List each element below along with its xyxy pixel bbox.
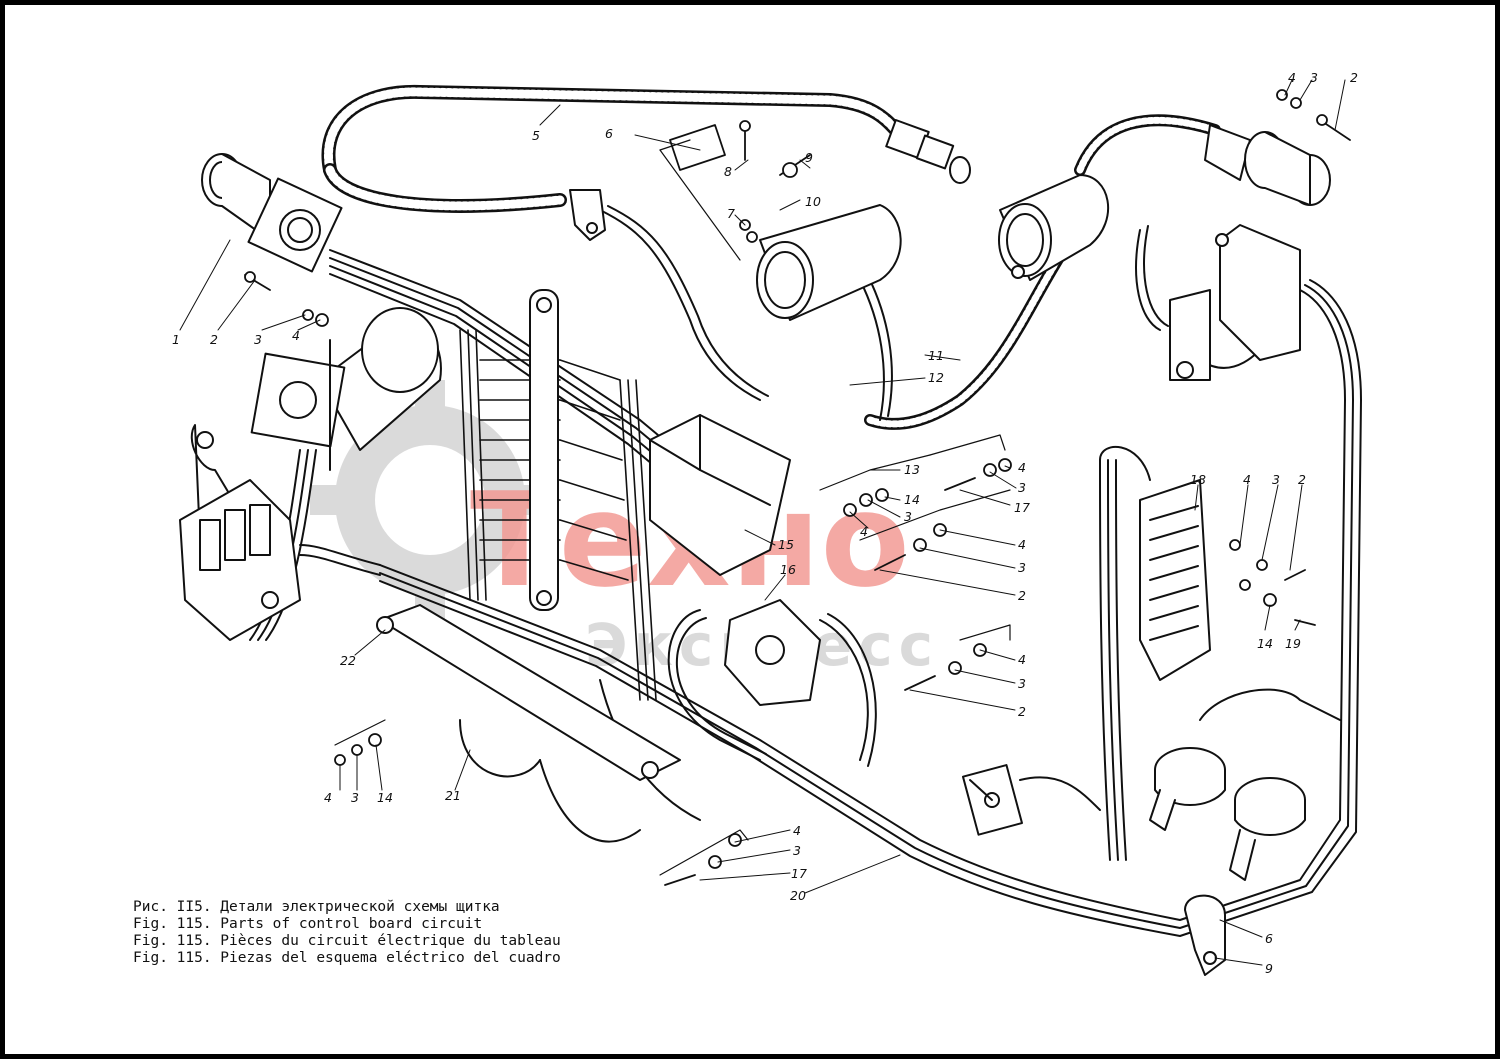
callout-17-bottom: 17 — [791, 866, 807, 881]
plug-connector-top-right — [1204, 124, 1331, 206]
callout-20: 20 — [790, 888, 806, 903]
callout-labels: 1 2 3 4 5 6 8 9 7 10 11 12 4 3 2 13 14 3… — [172, 70, 1358, 976]
callout-21: 21 — [445, 788, 461, 803]
callout-7: 7 — [727, 206, 735, 221]
caption-line-ru: Рис. II5. Детали электрической схемы щит… — [133, 899, 500, 915]
callout-9-bottom: 9 — [1265, 961, 1273, 976]
callout-4-upper-group: 4 — [1018, 460, 1026, 475]
caption-line-en: Fig. 115. Parts of control board circuit — [133, 916, 483, 932]
rotary-switch-1 — [1149, 747, 1226, 831]
callout-4-bottom: 4 — [793, 823, 801, 838]
gauge-10 — [756, 204, 902, 321]
callout-6-bottom: 6 — [1265, 931, 1273, 946]
callout-15: 15 — [778, 537, 794, 552]
callout-5: 5 — [532, 128, 540, 143]
watermark-gear-icon — [310, 380, 550, 620]
relay-16 — [724, 599, 821, 706]
main-harness-20 — [329, 249, 1362, 937]
callout-4-lower-group: 4 — [1018, 652, 1026, 667]
callout-14-bottom-left: 14 — [377, 790, 393, 805]
callout-4: 4 — [292, 328, 300, 343]
callout-3-middle-group: 3 — [1018, 560, 1026, 575]
callout-2-middle-group: 2 — [1018, 588, 1026, 603]
callout-4-right-group: 4 — [1243, 472, 1251, 487]
callout-16: 16 — [780, 562, 796, 577]
callout-22: 22 — [340, 653, 356, 668]
callout-3: 3 — [254, 332, 262, 347]
gauge-11 — [998, 174, 1109, 281]
callout-18: 18 — [1190, 472, 1206, 487]
rotary-switch-2 — [1229, 777, 1306, 881]
toggle-switch — [961, 764, 1023, 836]
callout-3-mid: 3 — [904, 509, 912, 524]
callout-6: 6 — [605, 126, 613, 141]
motor-unit — [250, 307, 442, 471]
callout-19: 19 — [1285, 636, 1301, 651]
terminal-board-upper — [529, 289, 559, 611]
callout-2: 2 — [210, 332, 218, 347]
terminal-strip-22 — [376, 604, 681, 781]
callout-4-bottom-left: 4 — [324, 790, 332, 805]
callout-4-middle-group: 4 — [1018, 537, 1026, 552]
callout-4-mid: 4 — [860, 524, 868, 539]
callout-8: 8 — [724, 164, 732, 179]
callout-14-mid: 14 — [904, 492, 920, 507]
callout-3-top-right: 3 — [1310, 70, 1318, 85]
callout-3-bottom-left: 3 — [351, 790, 359, 805]
callout-2-right-group: 2 — [1298, 472, 1306, 487]
caption-line-fr: Fig. 115. Pièces du circuit électrique d… — [133, 933, 561, 949]
switch-box-right — [1169, 224, 1301, 381]
callout-17-upper: 17 — [1014, 500, 1030, 515]
clamp-bottom — [1184, 894, 1226, 976]
callout-9: 9 — [805, 150, 813, 165]
callout-1: 1 — [172, 332, 180, 347]
switch-block-left — [179, 424, 301, 641]
plug-connector-1 — [201, 153, 343, 273]
callout-10: 10 — [805, 194, 821, 209]
callout-13: 13 — [904, 462, 920, 477]
callout-2-top-right: 2 — [1350, 70, 1358, 85]
callout-14-right: 14 — [1257, 636, 1273, 651]
callout-3-lower-group: 3 — [1018, 676, 1026, 691]
callout-3-right-group: 3 — [1272, 472, 1280, 487]
callout-4-top-right: 4 — [1288, 70, 1296, 85]
caption-line-es: Fig. 115. Piezas del esquema eléctrico d… — [133, 950, 561, 966]
cable-connector-5 — [885, 119, 971, 184]
leader-lines — [179, 79, 1346, 966]
clamp-top — [569, 189, 606, 241]
callout-3-upper-group: 3 — [1018, 480, 1026, 495]
fasteners — [244, 89, 1351, 886]
callout-2-lower-group: 2 — [1018, 704, 1026, 719]
group-brackets — [334, 139, 1011, 876]
callout-11: 11 — [928, 348, 944, 363]
fuse-block-18 — [1139, 479, 1211, 681]
callout-3-bottom: 3 — [793, 843, 801, 858]
figure-caption: Рис. II5. Детали электрической схемы щит… — [133, 899, 561, 967]
callout-12: 12 — [928, 370, 944, 385]
